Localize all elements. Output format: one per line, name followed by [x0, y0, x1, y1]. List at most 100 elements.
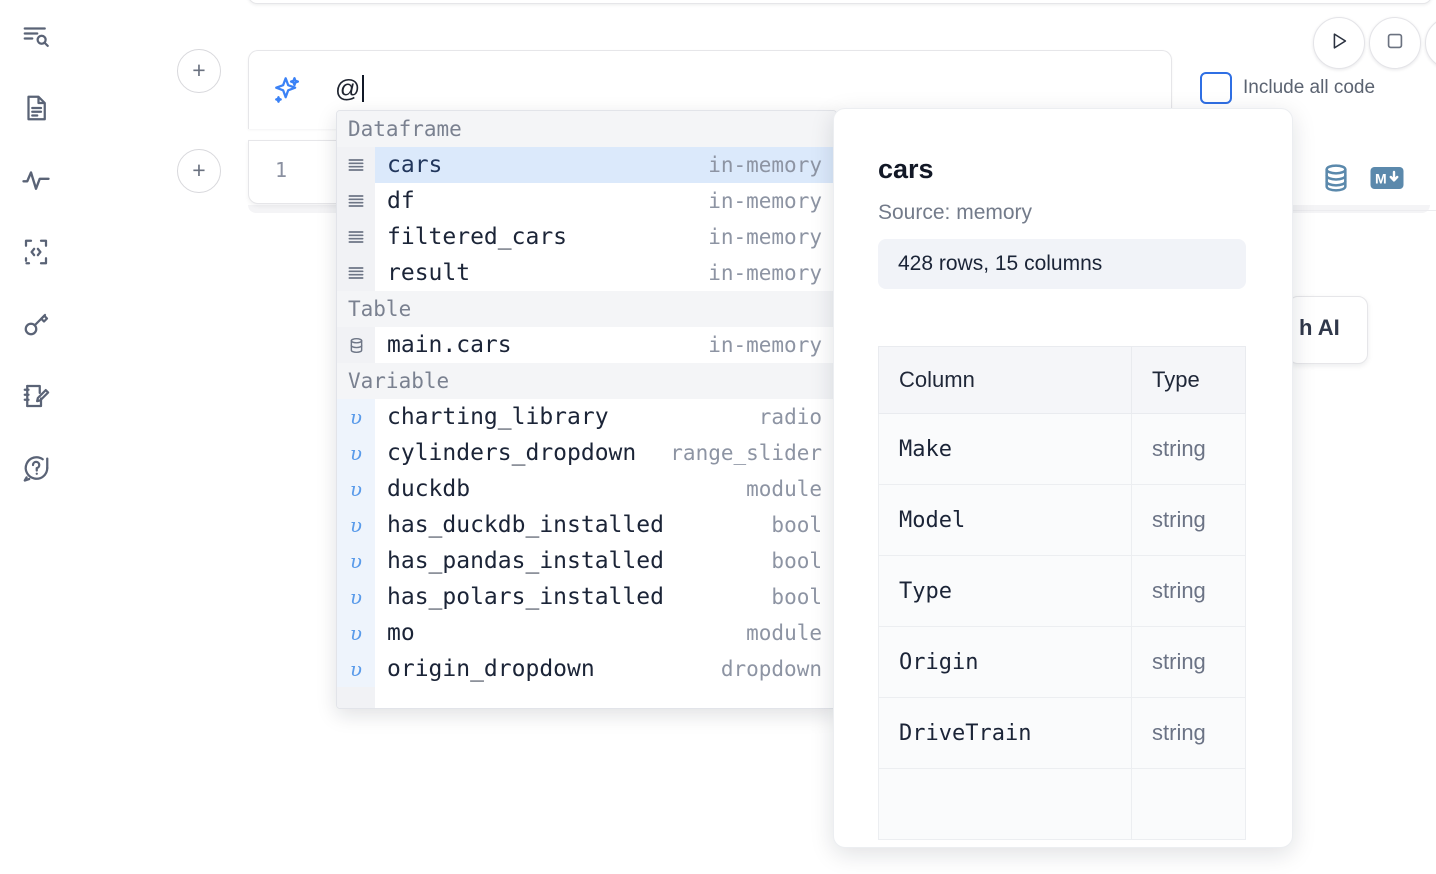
autocomplete-item-name: cars: [387, 152, 443, 178]
include-all-code-row[interactable]: Include all code: [1200, 72, 1375, 104]
autocomplete-item[interactable]: υ has_duckdb_installed bool: [337, 507, 836, 543]
autocomplete-item[interactable]: main.cars in-memory: [337, 327, 836, 363]
variable-icon: υ: [337, 543, 375, 579]
ai-prompt-input[interactable]: @: [335, 75, 364, 104]
autocomplete-item-type: bool: [771, 549, 822, 573]
autocomplete-item-type: module: [746, 477, 822, 501]
autocomplete-item-name: main.cars: [387, 332, 512, 358]
autocomplete-item-name: origin_dropdown: [387, 656, 595, 682]
dataframe-icon: [337, 219, 375, 255]
left-icon-rail: [0, 0, 72, 874]
add-cell-button-top[interactable]: +: [177, 49, 221, 93]
add-cell-label: +: [192, 56, 206, 83]
sidebar-item-outline-search[interactable]: [14, 14, 58, 58]
database-icon[interactable]: [1320, 162, 1352, 199]
autocomplete-item-name: filtered_cars: [387, 224, 568, 250]
autocomplete-item[interactable]: filtered_cars in-memory: [337, 219, 836, 255]
autocomplete-item-type: in-memory: [708, 333, 822, 357]
variable-icon: υ: [337, 507, 375, 543]
column-header-type: Type: [1131, 346, 1246, 414]
dataframe-icon: [337, 183, 375, 219]
detail-source: Source: memory: [878, 201, 1033, 224]
autocomplete-item-name: mo: [387, 620, 415, 646]
autocomplete-item-type: in-memory: [708, 225, 822, 249]
dataframe-detail-panel: cars Source: memory 428 rows, 15 columns…: [833, 108, 1293, 848]
dataframe-icon: [337, 147, 375, 183]
sidebar-item-code-snippets[interactable]: [14, 230, 58, 274]
detail-shape-text: 428 rows, 15 columns: [898, 252, 1103, 275]
table-header-row: Column Type: [878, 346, 1246, 414]
autocomplete-item[interactable]: cars in-memory: [337, 147, 836, 183]
autocomplete-item-type: in-memory: [708, 189, 822, 213]
variable-icon: υ: [337, 615, 375, 651]
dataframe-icon: [337, 255, 375, 291]
schema-column-name: DriveTrain: [878, 697, 1132, 769]
more-actions-button[interactable]: [1425, 17, 1436, 69]
run-cell-button[interactable]: [1313, 17, 1365, 69]
variable-icon: υ: [337, 579, 375, 615]
detail-title: cars: [878, 154, 934, 184]
schema-column-type: string: [1131, 413, 1246, 485]
variable-icon: υ: [337, 651, 375, 687]
sidebar-item-help[interactable]: [14, 446, 58, 490]
autocomplete-section-header: Dataframe: [337, 111, 836, 147]
stop-cell-button[interactable]: [1369, 17, 1421, 69]
autocomplete-item-name: result: [387, 260, 471, 286]
cell-divider: [1180, 210, 1436, 211]
code-snippet-icon: [21, 237, 51, 267]
autocomplete-item-type: module: [746, 621, 822, 645]
variable-icon: υ: [337, 435, 375, 471]
svg-text:M: M: [1375, 171, 1387, 187]
schema-column-name: Make: [878, 413, 1132, 485]
variable-icon: υ: [337, 399, 375, 435]
schema-column-name: [878, 768, 1132, 840]
autocomplete-item-name: duckdb: [387, 476, 471, 502]
sidebar-item-scratchpad[interactable]: [14, 374, 58, 418]
document-icon: [21, 93, 51, 123]
key-icon: [21, 309, 51, 339]
autocomplete-item-name: has_polars_installed: [387, 584, 664, 610]
autocomplete-item-type: in-memory: [708, 153, 822, 177]
include-all-code-checkbox[interactable]: [1200, 72, 1232, 104]
autocomplete-section-header: Variable: [337, 363, 836, 399]
column-header-column: Column: [878, 346, 1132, 414]
add-cell-button-bottom[interactable]: +: [177, 149, 221, 193]
ai-prompt-value: @: [335, 75, 361, 103]
schema-column-type: string: [1131, 555, 1246, 627]
autocomplete-item-name: df: [387, 188, 415, 214]
autocomplete-item-type: bool: [771, 513, 822, 537]
schema-column-type: string: [1131, 626, 1246, 698]
autocomplete-item[interactable]: df in-memory: [337, 183, 836, 219]
schema-column-type: [1131, 768, 1246, 840]
generate-with-ai-label: h AI: [1299, 315, 1340, 340]
schema-column-name: Model: [878, 484, 1132, 556]
scratchpad-edit-icon: [21, 381, 51, 411]
help-chat-icon: [21, 453, 51, 483]
play-icon: [1328, 30, 1350, 57]
sidebar-item-activity[interactable]: [14, 158, 58, 202]
autocomplete-section-header: Table: [337, 291, 836, 327]
sidebar-item-document[interactable]: [14, 86, 58, 130]
generate-with-ai-card[interactable]: h AI: [1288, 296, 1368, 364]
stop-square-icon: [1384, 30, 1406, 57]
schema-column-name: Origin: [878, 626, 1132, 698]
autocomplete-item-name: has_duckdb_installed: [387, 512, 664, 538]
sidebar-item-secrets[interactable]: [14, 302, 58, 346]
add-cell-label: +: [192, 156, 206, 183]
markdown-download-icon[interactable]: M: [1370, 165, 1404, 196]
